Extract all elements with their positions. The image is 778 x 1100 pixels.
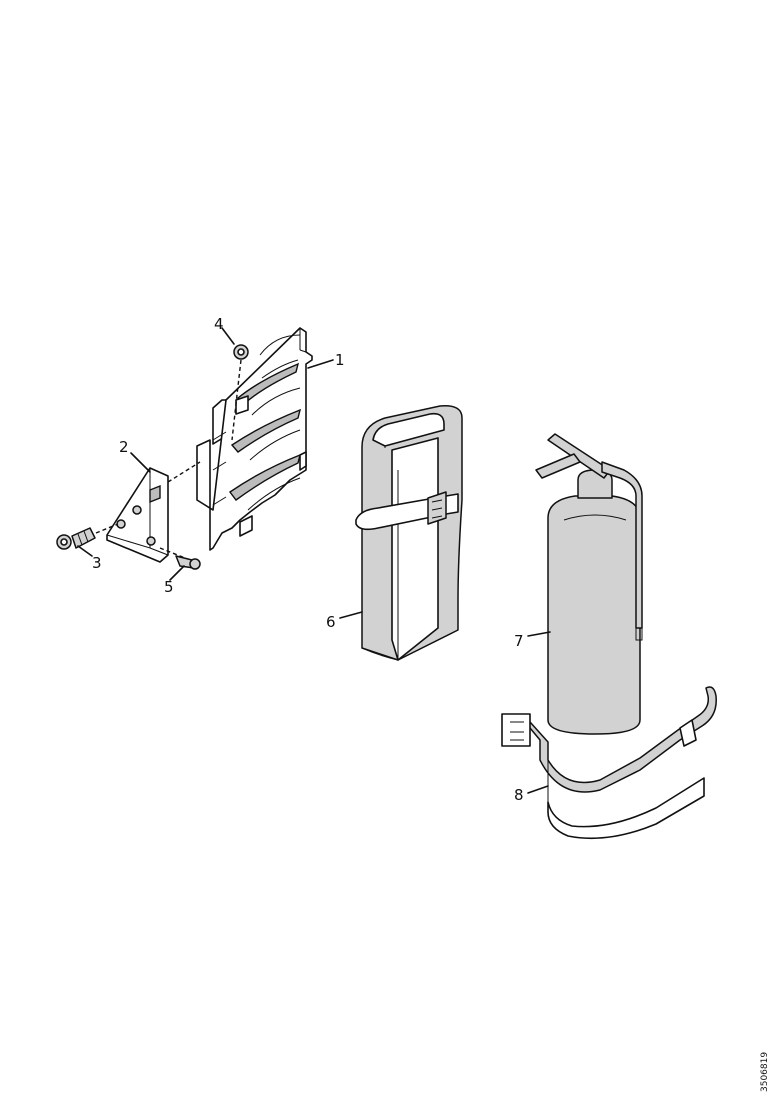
callout-number-4: 4 [214, 315, 224, 333]
callout-number-6: 6 [326, 613, 336, 631]
strap-part [501, 686, 717, 840]
callout-number-8: 8 [514, 786, 524, 804]
leader-line-4 [221, 327, 235, 345]
bolt-part [56, 523, 119, 550]
leader-line-5 [169, 565, 185, 581]
drawing-number: 3506819 [760, 1052, 770, 1092]
leader-line-3 [77, 545, 93, 557]
callout-number-1: 1 [335, 351, 345, 369]
wall-plate-part [106, 461, 201, 563]
mounting-bracket-part [196, 327, 313, 551]
leader-line-8 [527, 785, 549, 794]
callout-number-7: 7 [514, 632, 524, 650]
leader-line-6 [339, 611, 363, 619]
fire-extinguisher-part [535, 433, 643, 735]
screw-part [175, 555, 201, 570]
leader-line-7 [527, 631, 551, 637]
callout-number-2: 2 [119, 438, 129, 456]
leader-line-1 [307, 359, 334, 369]
callout-number-5: 5 [164, 578, 174, 596]
leader-line-2 [130, 452, 151, 473]
nut-part [231, 344, 249, 441]
leader-lines [77, 327, 551, 794]
callout-number-3: 3 [92, 554, 102, 572]
protective-cover-part [355, 405, 463, 661]
